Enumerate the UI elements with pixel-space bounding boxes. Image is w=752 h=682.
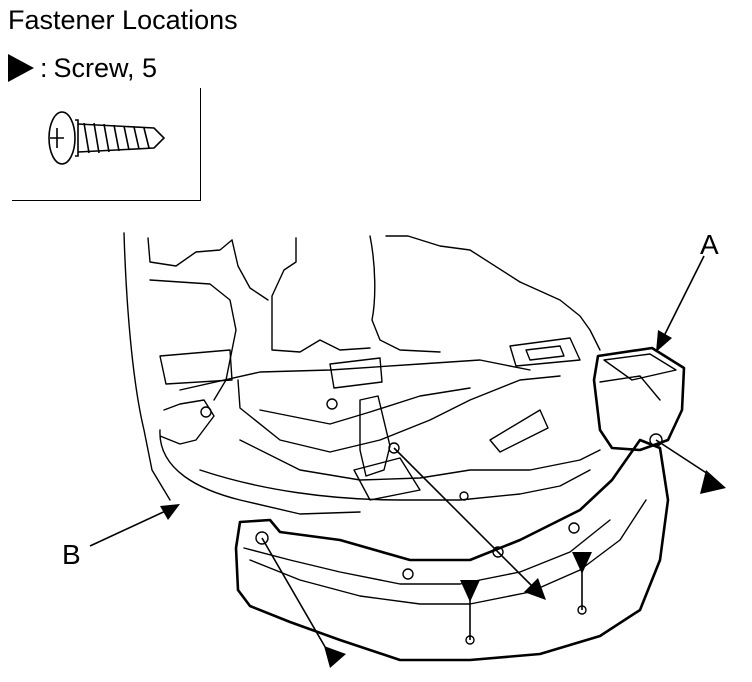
screw-icon	[48, 111, 166, 165]
callout-b: B	[62, 539, 81, 570]
cover-b	[234, 438, 670, 662]
arrowhead-icon	[8, 54, 34, 82]
upper-panel	[159, 349, 233, 385]
callout-a: A	[700, 229, 719, 260]
pointer-a-arrowhead	[656, 330, 672, 352]
legend-label: Screw, 5	[53, 52, 158, 83]
screw-marker-5	[572, 552, 592, 574]
screw-marker-4	[460, 580, 480, 602]
chassis-outline	[123, 232, 171, 501]
screw-marker-1	[700, 470, 726, 494]
screw-illustration-box	[12, 88, 201, 201]
fastener-legend: : Screw, 5	[8, 52, 157, 84]
page-title: Fastener Locations	[8, 5, 238, 35]
screw-marker-2	[324, 646, 346, 668]
screw-marker-3	[524, 578, 546, 600]
pointer-b-arrowhead	[160, 504, 180, 520]
legend-separator: :	[40, 52, 48, 83]
